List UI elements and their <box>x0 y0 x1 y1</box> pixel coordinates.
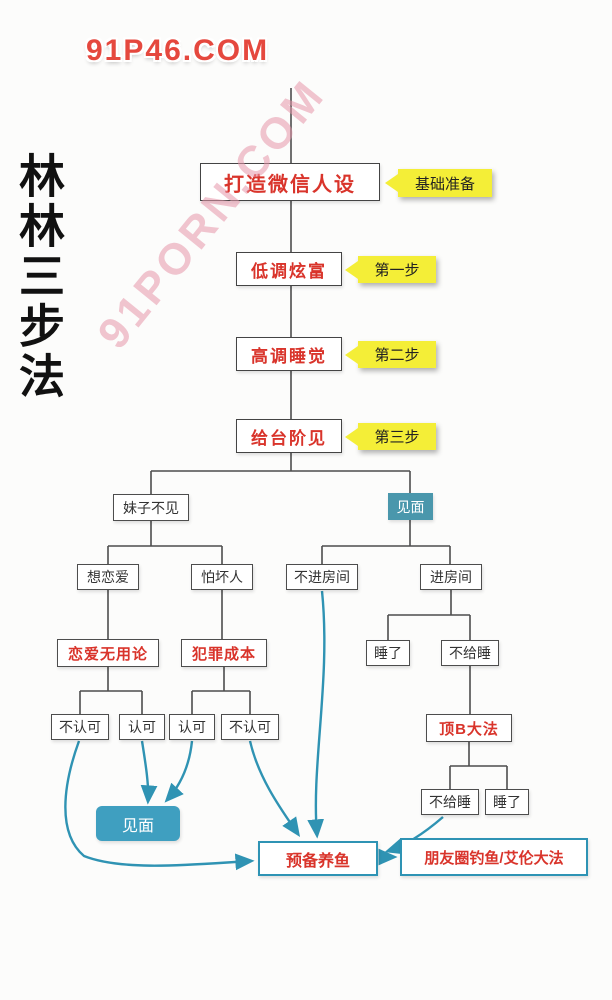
tag-step2: 第二步 <box>358 341 436 368</box>
arrow-agree1-to-meet2 <box>140 740 158 805</box>
node-slept1: 睡了 <box>366 640 410 666</box>
node-no-sleep1: 不给睡 <box>441 640 499 666</box>
node-no-room: 不进房间 <box>286 564 358 590</box>
arrow-noroom-to-fishprep <box>307 590 326 839</box>
arrow-agree2-to-meet2 <box>164 740 194 803</box>
node-step1: 低调炫富 <box>236 252 342 286</box>
node-no-sleep2: 不给睡 <box>421 789 479 815</box>
side-title: 林林三步法 <box>13 152 65 402</box>
node-love-useless: 恋爱无用论 <box>57 639 159 667</box>
node-enter-room: 进房间 <box>420 564 482 590</box>
node-fear-bad: 怕坏人 <box>191 564 253 590</box>
tag-base-prep: 基础准备 <box>398 169 492 197</box>
node-meet2: 见面 <box>96 806 180 841</box>
watermark-top: 91P46.COM <box>86 34 270 67</box>
tree-connectors <box>79 88 508 789</box>
node-slept2: 睡了 <box>485 789 529 815</box>
node-disagree1: 不认可 <box>51 714 109 740</box>
node-moments: 朋友圈钓鱼/艾伦大法 <box>400 838 588 876</box>
tag-step1: 第一步 <box>358 256 436 283</box>
node-agree1: 认可 <box>119 714 165 740</box>
node-step3: 给台阶见 <box>236 419 342 453</box>
node-dingb: 顶B大法 <box>426 714 512 742</box>
node-want-love: 想恋爱 <box>77 564 139 590</box>
arrow-disagree1-to-fishprep <box>64 740 255 871</box>
node-no-meet: 妹子不见 <box>113 494 189 521</box>
node-persona: 打造微信人设 <box>200 163 380 201</box>
node-fish-prep: 预备养鱼 <box>258 841 378 876</box>
node-agree2: 认可 <box>169 714 215 740</box>
node-disagree2: 不认可 <box>221 714 279 740</box>
arrow-disagree2-to-fishprep <box>248 740 301 837</box>
tag-step3: 第三步 <box>358 423 436 450</box>
node-meet: 见面 <box>388 493 433 520</box>
node-step2: 高调睡觉 <box>236 337 342 371</box>
node-crime-cost: 犯罪成本 <box>181 639 267 667</box>
